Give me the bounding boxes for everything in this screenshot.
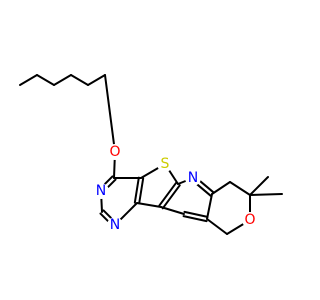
atom-background	[185, 170, 201, 186]
single-bond	[206, 193, 213, 220]
atom-background	[242, 212, 258, 228]
single-bond	[206, 218, 228, 235]
double-bond-line	[161, 184, 181, 210]
molecule-structure: O S N N N O	[19, 74, 283, 235]
atom-label-n: N	[188, 170, 198, 186]
atom-label-o: O	[109, 144, 120, 160]
double-bond-line	[138, 177, 145, 205]
atom-background	[157, 156, 173, 172]
atom-background	[107, 144, 123, 160]
single-bond	[104, 74, 116, 153]
single-bond	[229, 181, 251, 196]
single-bond	[87, 74, 106, 86]
single-bond	[36, 74, 55, 86]
atom-label-o: O	[244, 212, 255, 228]
single-bond	[211, 181, 231, 195]
double-bond-line	[133, 176, 140, 204]
single-bond	[53, 74, 72, 86]
atom-label-n: N	[96, 183, 106, 199]
atom-label-n: N	[110, 217, 120, 233]
single-bond	[249, 193, 283, 196]
single-bond	[249, 176, 269, 196]
atom-background	[107, 217, 123, 233]
single-bond	[160, 206, 185, 215]
atom-label-s: S	[161, 156, 170, 172]
single-bond	[19, 74, 38, 86]
molecule-diagram: O S N N N O	[19, 74, 283, 235]
double-bond-line	[158, 181, 178, 207]
double-bond-line	[182, 215, 208, 223]
atom-labels: O S N N N O	[93, 144, 258, 233]
atom-background	[93, 183, 109, 199]
double-bond-line	[183, 210, 209, 218]
single-bond	[70, 74, 89, 86]
bonds	[19, 74, 283, 235]
single-bond	[136, 202, 162, 208]
